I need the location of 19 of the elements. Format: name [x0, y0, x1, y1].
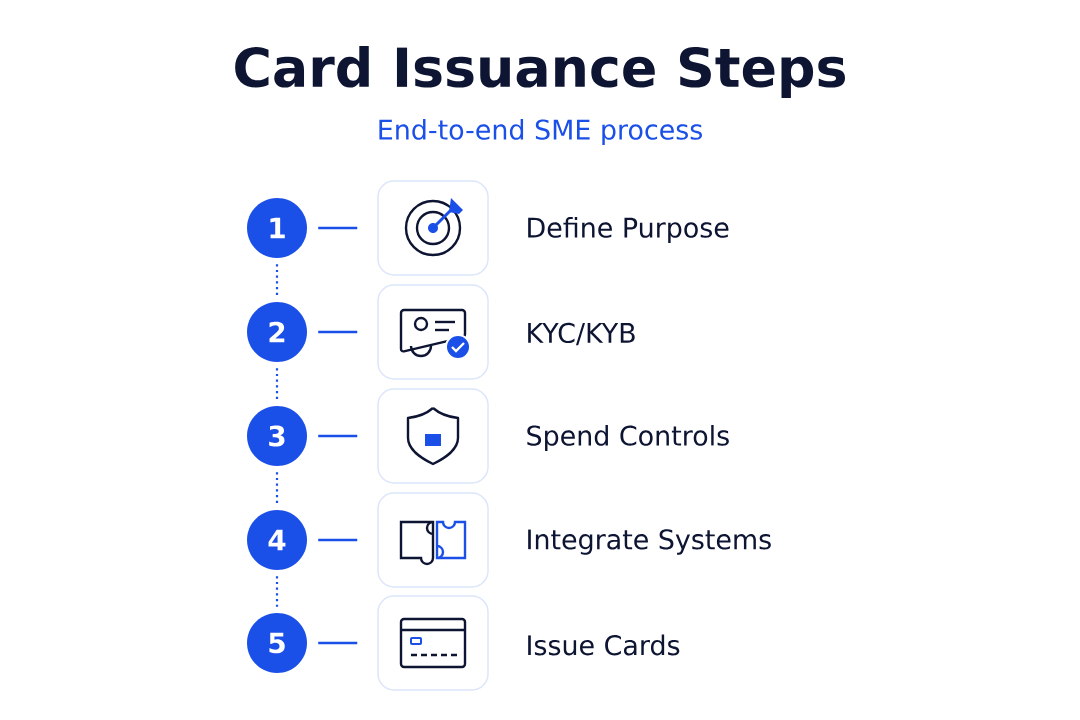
- step-label: Integrate Systems: [528, 529, 771, 555]
- connector-line: [318, 330, 358, 334]
- step-label: Issue Cards: [528, 634, 680, 656]
- dotted-line: [275, 472, 279, 504]
- connector-line: [318, 641, 358, 645]
- title: Card Issuance Steps: [235, 45, 845, 99]
- connector-line: [318, 226, 358, 230]
- dotted-line: [275, 576, 279, 607]
- icon-box: [377, 388, 489, 484]
- dotted-line: [275, 368, 279, 400]
- dotted-line: [275, 264, 279, 296]
- connector-line: [318, 538, 358, 542]
- icon-box: [377, 595, 489, 691]
- connector-line: [318, 434, 358, 438]
- icon-box: [377, 492, 489, 588]
- step-label: Define Purpose: [528, 217, 729, 243]
- subtitle: End-to-end SME process: [379, 119, 702, 145]
- step-label: KYC/KYB: [528, 322, 635, 346]
- step-label: Spend Controls: [527, 425, 729, 451]
